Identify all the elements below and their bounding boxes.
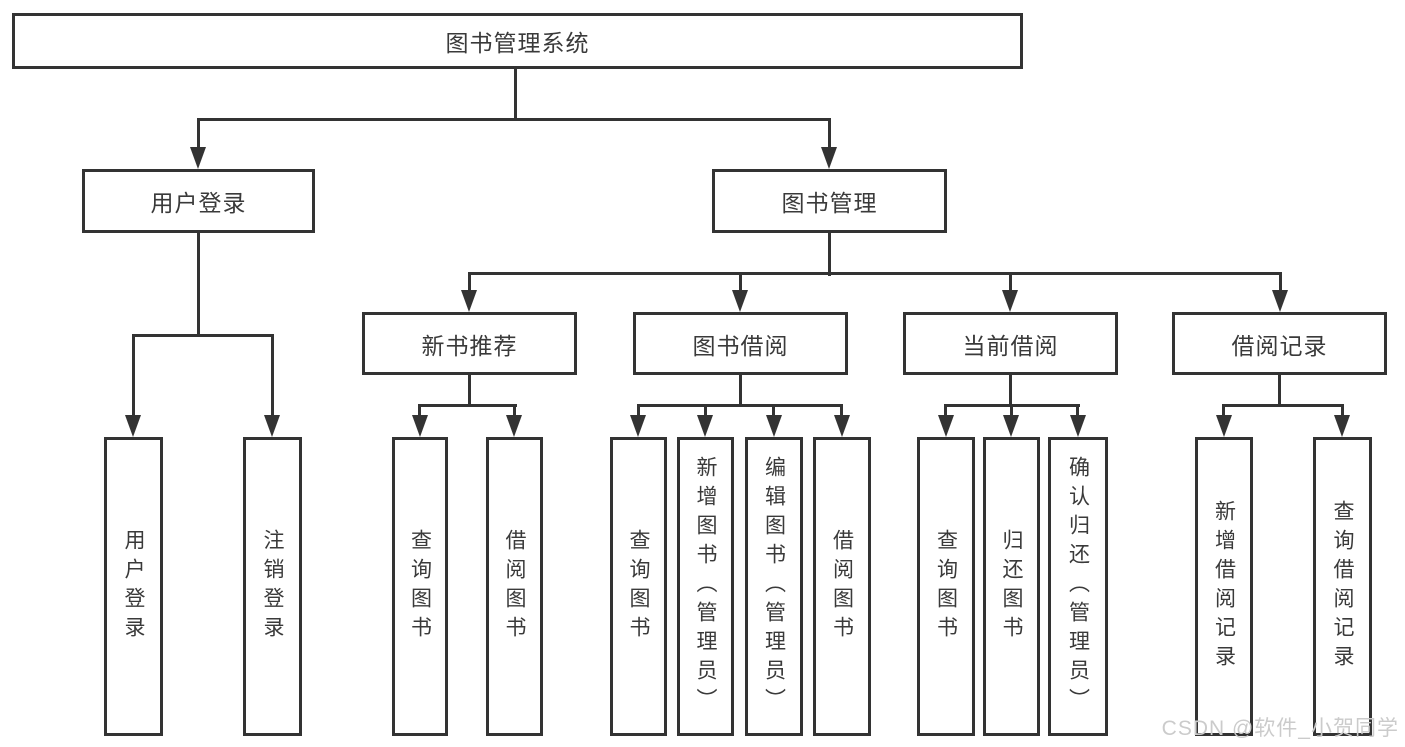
leaf-recommend-query-books: 查询图书 — [392, 437, 448, 736]
leaf-label: 注销登录 — [261, 528, 284, 645]
arrowhead-down-icon — [732, 290, 748, 312]
leaf-borrow-borrow-books: 借阅图书 — [813, 437, 871, 736]
connector-line — [1009, 375, 1012, 407]
leaf-current-confirm-return-admin: 确认归还（管理员） — [1048, 437, 1108, 736]
node-book-management: 图书管理 — [712, 169, 947, 233]
connector-line — [197, 233, 200, 337]
connector-line — [1279, 272, 1282, 292]
arrowhead-down-icon — [1070, 415, 1086, 437]
arrowhead-down-icon — [1216, 415, 1232, 437]
arrowhead-down-icon — [821, 147, 837, 169]
leaf-user-login: 用户登录 — [104, 437, 163, 736]
connector-line — [418, 404, 421, 418]
arrowhead-down-icon — [461, 290, 477, 312]
arrowhead-down-icon — [190, 147, 206, 169]
node-label: 当前借阅 — [962, 332, 1059, 359]
arrowhead-down-icon — [938, 415, 954, 437]
leaf-label: 编辑图书（管理员） — [762, 456, 786, 717]
leaf-label: 查询图书 — [627, 528, 650, 645]
connector-line — [828, 118, 831, 150]
leaf-label: 查询图书 — [408, 528, 432, 645]
arrowhead-down-icon — [412, 415, 428, 437]
connector-line — [1222, 404, 1344, 407]
node-book-borrow: 图书借阅 — [633, 312, 848, 375]
node-label: 新书推荐 — [421, 332, 518, 359]
connector-line — [1009, 272, 1012, 292]
node-label: 图书管理 — [781, 190, 878, 216]
arrowhead-down-icon — [1334, 415, 1350, 437]
leaf-label: 查询图书 — [934, 528, 958, 645]
connector-line — [1222, 404, 1225, 418]
arrowhead-down-icon — [630, 415, 646, 437]
connector-line — [739, 375, 742, 407]
connector-line — [513, 404, 516, 418]
arrowhead-down-icon — [1003, 415, 1019, 437]
connector-line — [828, 233, 831, 276]
connector-line — [197, 118, 831, 121]
connector-line — [132, 334, 135, 417]
arrowhead-down-icon — [1002, 290, 1018, 312]
leaf-current-query-books: 查询图书 — [917, 437, 975, 736]
connector-line — [418, 404, 517, 407]
connector-line — [1076, 404, 1079, 418]
node-label: 用户登录 — [150, 190, 247, 216]
leaf-label: 新增借阅记录 — [1212, 499, 1236, 674]
node-label: 图书管理系统 — [445, 30, 590, 56]
node-borrow-records: 借阅记录 — [1172, 312, 1387, 375]
csdn-watermark: CSDN @软件_小贺同学 — [1161, 717, 1399, 740]
leaf-borrow-edit-books-admin: 编辑图书（管理员） — [745, 437, 803, 736]
connector-line — [637, 404, 843, 407]
leaf-label: 确认归还（管理员） — [1066, 456, 1090, 717]
node-label: 图书借阅 — [692, 332, 789, 359]
connector-line — [1278, 375, 1281, 407]
leaf-recommend-borrow-books: 借阅图书 — [486, 437, 543, 736]
connector-line — [1341, 404, 1344, 418]
node-new-book-recommend: 新书推荐 — [362, 312, 577, 375]
connector-line — [514, 69, 517, 120]
connector-line — [637, 404, 640, 418]
node-label: 借阅记录 — [1231, 332, 1328, 359]
leaf-borrow-add-books-admin: 新增图书（管理员） — [677, 437, 734, 736]
arrowhead-down-icon — [264, 415, 280, 437]
connector-line — [132, 334, 274, 337]
leaf-label: 借阅图书 — [830, 528, 854, 645]
leaf-records-add-record: 新增借阅记录 — [1195, 437, 1253, 736]
connector-line — [840, 404, 843, 418]
leaf-current-return-books: 归还图书 — [983, 437, 1040, 736]
arrowhead-down-icon — [1272, 290, 1288, 312]
leaf-borrow-query-books: 查询图书 — [610, 437, 667, 736]
connector-line — [772, 404, 775, 418]
leaf-label: 借阅图书 — [503, 528, 526, 645]
leaf-label: 新增图书（管理员） — [694, 456, 717, 717]
node-library-system: 图书管理系统 — [12, 13, 1023, 69]
node-user-login: 用户登录 — [82, 169, 315, 233]
leaf-label: 归还图书 — [1000, 528, 1023, 645]
connector-line — [944, 404, 947, 418]
connector-line — [704, 404, 707, 418]
leaf-logout: 注销登录 — [243, 437, 302, 736]
arrowhead-down-icon — [506, 415, 522, 437]
connector-line — [1010, 404, 1013, 418]
arrowhead-down-icon — [697, 415, 713, 437]
arrowhead-down-icon — [766, 415, 782, 437]
arrowhead-down-icon — [125, 415, 141, 437]
node-current-borrow: 当前借阅 — [903, 312, 1118, 375]
leaf-label: 用户登录 — [122, 528, 145, 645]
connector-line — [468, 375, 471, 407]
connector-line — [739, 272, 742, 292]
arrowhead-down-icon — [834, 415, 850, 437]
connector-line — [271, 334, 274, 417]
leaf-label: 查询借阅记录 — [1331, 499, 1354, 674]
connector-line — [468, 272, 471, 292]
leaf-records-query-record: 查询借阅记录 — [1313, 437, 1372, 736]
connector-line — [468, 272, 1282, 275]
connector-line — [197, 118, 200, 150]
